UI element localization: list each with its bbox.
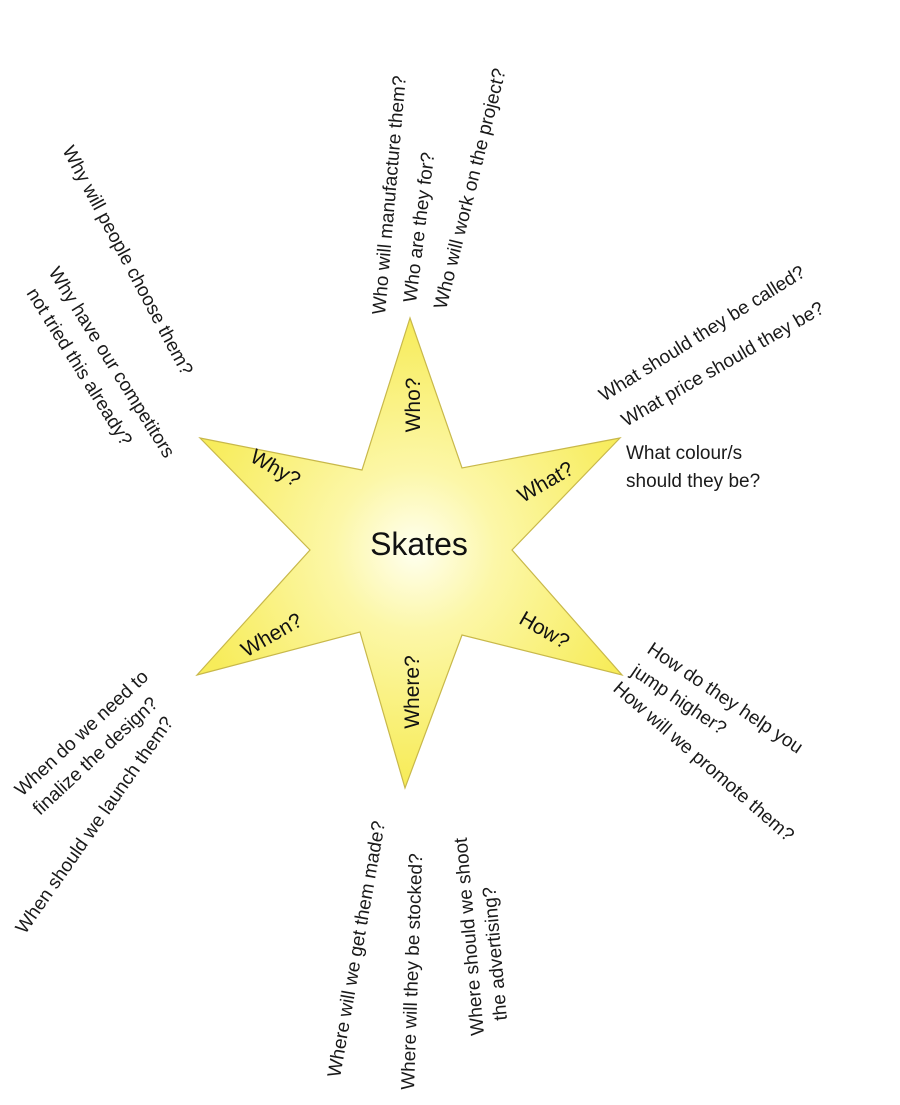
star-shape <box>195 316 624 790</box>
arm-label-where: Where? <box>401 655 424 729</box>
question-who-project: Who will work on the project? <box>430 66 510 311</box>
question-what-colour-line1: What colour/s <box>626 443 742 464</box>
question-where-made: Where will we get them made? <box>324 819 390 1078</box>
question-what-colour-line2: should they be? <box>626 471 760 492</box>
question-where-stocked: Where will they be stocked? <box>398 853 427 1090</box>
arm-label-who: Who? <box>402 378 425 433</box>
center-label: Skates <box>370 526 468 562</box>
question-why-choose: Why will people choose them? <box>58 142 197 378</box>
question-who-for: Who are they for? <box>400 151 439 303</box>
